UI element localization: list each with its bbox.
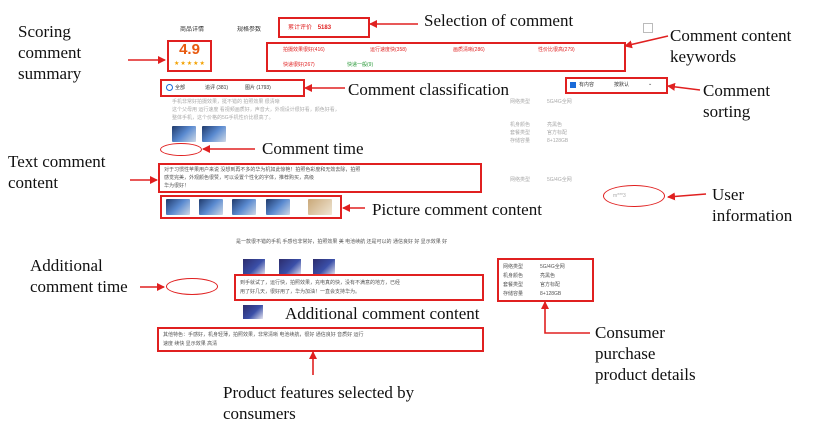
review-photo[interactable] bbox=[172, 126, 196, 142]
label-comment-time: Comment time bbox=[262, 139, 364, 158]
tab-reviews[interactable]: 累计评价 5183 bbox=[288, 24, 331, 32]
arrow-consumer-details bbox=[541, 301, 590, 334]
tab-product-details[interactable]: 商品详情 bbox=[180, 27, 205, 33]
picture-content-box bbox=[160, 195, 342, 219]
review-text-line: 是一款很不错的手机 手感也非常好，拍照效果 美 电池续航 还是可以的 通信良好 … bbox=[236, 239, 448, 245]
detail-label: 存储容量 bbox=[503, 291, 524, 297]
review-count: 5183 bbox=[317, 25, 332, 31]
keyword-chip[interactable]: 快递一般(9) bbox=[347, 62, 374, 68]
arrow-user-info bbox=[667, 192, 707, 201]
additional-text-line: 用了好几天，很好用了，华为加油！一直会支持华为。 bbox=[240, 289, 361, 295]
keyword-chip[interactable]: 画质清晰(286) bbox=[453, 47, 485, 53]
detail-label: 存储容量 bbox=[510, 138, 531, 144]
arrow-keywords bbox=[624, 35, 669, 49]
filter-images[interactable]: 图片 (1793) bbox=[245, 85, 271, 91]
detail-value: 5G/4G全网 bbox=[540, 264, 565, 270]
product-features-box bbox=[157, 327, 484, 352]
sort-dropdown[interactable]: 按默认 bbox=[614, 82, 630, 88]
review-text-line: 这个父母用 运行速度 看视频画质好，声音大，外观设计很好看，颜色好看， bbox=[172, 107, 340, 113]
additional-photo[interactable] bbox=[243, 305, 263, 319]
tab-specs[interactable]: 规格参数 bbox=[237, 27, 262, 33]
review-photo[interactable] bbox=[313, 259, 335, 275]
sort-checkbox-label: 有内容 bbox=[579, 82, 595, 88]
additional-time-ellipse bbox=[166, 278, 218, 295]
review-photo[interactable] bbox=[266, 199, 290, 215]
features-text-line: 速度 续快 显示效果 高清 bbox=[163, 341, 218, 347]
review-text-line: 对于习惯性苹果用户来说 没想到再不多的华为机如此惊艳！拍照色彩度和无效去除，拍照 bbox=[164, 167, 361, 173]
additional-text-line: 到手就试了，运行快，拍照效果，充电真的快，没有不满意的地方，已经 bbox=[240, 280, 401, 286]
features-text-line: 其他特色：手感好，机身轻薄，拍照效果，非常清晰 电池续航，很好 通信良好 音质好… bbox=[163, 332, 364, 338]
label-additional-content: Additional comment content bbox=[285, 304, 480, 323]
detail-value: 5G/4G全网 bbox=[547, 99, 572, 105]
chevron-down-icon[interactable]: ⌄ bbox=[648, 81, 653, 87]
classification-box bbox=[160, 79, 305, 97]
label-product-features: Product features selected by consumers bbox=[223, 383, 415, 423]
detail-value: 5G/4G全网 bbox=[547, 177, 572, 183]
text-content-box bbox=[158, 163, 482, 193]
radio-icon[interactable] bbox=[166, 84, 173, 91]
detail-value: 亮黑色 bbox=[547, 122, 563, 128]
detail-label: 套餐类型 bbox=[503, 282, 524, 288]
review-text-line: 感觉完美，外观颜色很赞，可以设置个性化的字体，推荐购买，高级 bbox=[164, 175, 315, 181]
scoring-summary-box bbox=[167, 40, 212, 72]
review-photo[interactable] bbox=[199, 199, 223, 215]
keyword-chip[interactable]: 拍摄效果很好(416) bbox=[283, 47, 325, 53]
label-picture-content: Picture comment content bbox=[372, 200, 542, 219]
review-photo[interactable] bbox=[243, 259, 265, 275]
arrow-sorting bbox=[667, 82, 701, 91]
label-sorting: Comment sorting bbox=[703, 81, 771, 121]
review-photo[interactable] bbox=[202, 126, 226, 142]
label-user-information: User information bbox=[712, 185, 793, 225]
purchase-details-box bbox=[497, 258, 594, 302]
review-photo[interactable] bbox=[308, 199, 332, 215]
filter-followup[interactable]: 追评 (381) bbox=[205, 85, 229, 91]
filter-all[interactable]: 全部 bbox=[175, 85, 186, 91]
detail-value: 8+128GB bbox=[547, 138, 569, 144]
label-scoring-summary: Scoring comment summary bbox=[18, 22, 82, 83]
label-text-content: Text comment content bbox=[8, 152, 106, 192]
tab-reviews-label: 累计评价 bbox=[288, 25, 313, 31]
keywords-box bbox=[266, 42, 626, 72]
keyword-chip[interactable]: 运行速度快(358) bbox=[370, 47, 407, 53]
detail-label: 网络类型 bbox=[510, 177, 531, 183]
label-selection-of-comment: Selection of comment bbox=[424, 11, 574, 30]
review-text-line: 华为很好！ bbox=[164, 183, 190, 189]
review-text-line: 手机非常好拍摄效果，挺不错的 拍照效果 很清晰 bbox=[172, 99, 280, 105]
keyword-chip[interactable]: 性价比很高(279) bbox=[538, 47, 575, 53]
detail-value: 官方标配 bbox=[547, 130, 568, 136]
review-photo[interactable] bbox=[166, 199, 190, 215]
star-rating-icon: ★★★★★ bbox=[174, 61, 206, 67]
selection-of-comment-box bbox=[278, 17, 370, 38]
comment-time-ellipse bbox=[160, 143, 202, 156]
user-info-ellipse bbox=[603, 185, 665, 207]
review-photo[interactable] bbox=[232, 199, 256, 215]
detail-label: 网络类型 bbox=[503, 264, 524, 270]
expand-icon[interactable] bbox=[643, 23, 653, 33]
detail-label: 网络类型 bbox=[510, 99, 531, 105]
review-text-line: 整体手机，这个价格的5G手机性价比很高了。 bbox=[172, 115, 274, 121]
label-additional-time: Additional comment time bbox=[30, 256, 128, 296]
detail-value: 8+128GB bbox=[540, 291, 562, 297]
detail-label: 机身颜色 bbox=[510, 122, 531, 128]
detail-value: 亮黑色 bbox=[540, 273, 556, 279]
label-consumer-details: Consumer purchase product details bbox=[595, 323, 696, 384]
detail-value: 官方标配 bbox=[540, 282, 561, 288]
user-name: m***3 bbox=[613, 193, 626, 199]
score-value: 4.9 bbox=[179, 41, 200, 58]
sorting-box bbox=[565, 77, 668, 94]
label-content-keywords: Comment content keywords bbox=[670, 26, 792, 66]
detail-label: 机身颜色 bbox=[503, 273, 524, 279]
additional-content-box bbox=[234, 274, 484, 301]
review-photo[interactable] bbox=[279, 259, 301, 275]
checkbox-icon[interactable] bbox=[570, 82, 576, 88]
label-classification: Comment classification bbox=[348, 80, 509, 99]
detail-label: 套餐类型 bbox=[510, 130, 531, 136]
keyword-chip[interactable]: 快递很好(267) bbox=[283, 62, 315, 68]
